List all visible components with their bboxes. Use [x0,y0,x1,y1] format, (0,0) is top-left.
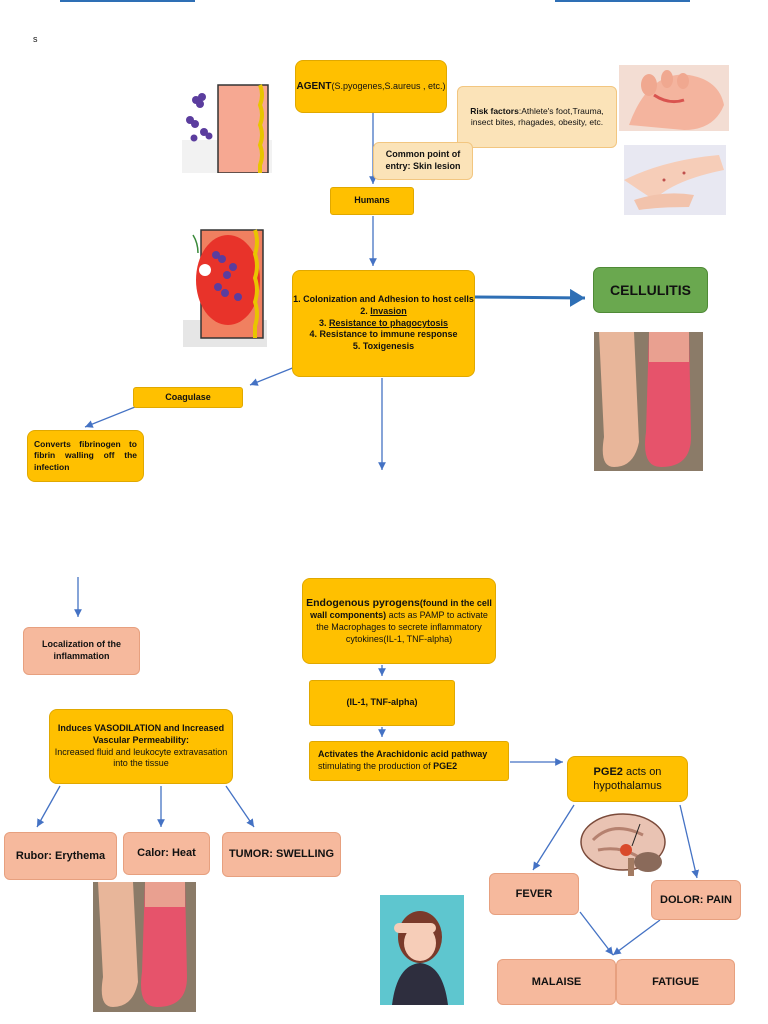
coagulase-text: Coagulase [165,391,211,402]
step-2-num: 2. [360,305,371,316]
localization-text: Localization of the inflammation [41,639,121,661]
arrow-fever-merge [579,911,614,956]
risk-text: Risk factors:Athlete's foot,Trauma, inse… [458,106,616,128]
step-2: 2. Invasion [360,306,407,318]
skin-bacteria-illustration [182,80,272,173]
step-3: 3. Resistance to phagocytosis [319,318,448,330]
arrow-steps-coagulase [249,366,296,386]
step-3-num: 3. [318,317,329,328]
risk-label: Risk factors [470,105,519,116]
child-legs-photo [624,145,726,215]
step-3-label: Resistance to phagocytosis [328,317,449,328]
step-5: 5. Toxigenesis [352,341,415,352]
malaise-text: MALAISE [531,975,582,988]
pge2-bold: PGE2 [593,765,623,778]
top-right-tab-line [555,0,690,2]
endogenous-pyrogens-box: Endogenous pyrogens(found in the cell wa… [302,578,496,664]
arrow-dolor-merge [612,919,661,956]
arach-line2: stimulating the production of [318,761,434,771]
endo-paren: (found in the cell wall components) [310,597,492,621]
calor-box: Calor: Heat [123,832,210,875]
agent-text: AGENT(S.pyogenes,S.aureus , etc.) [296,80,445,93]
erythema-leg-photo [93,882,196,1012]
risk-factors-box: Risk factors:Athlete's foot,Trauma, inse… [457,86,617,148]
page-mark: s [33,34,38,44]
risk-detail: :Athlete's foot,Trauma, insect bites, rh… [470,105,604,127]
pathogenesis-steps-box: 1. Colonization and Adhesion to host cel… [292,270,475,377]
il1-tnf-box: (IL-1, TNF-alpha) [309,680,455,726]
entry-text: Common point of entry: Skin lesion [385,149,461,171]
step-2-label: Invasion [370,305,407,316]
fever-text: FEVER [515,887,553,900]
vaso-line1: Induces VASODILATION and Increased Vascu… [57,723,225,745]
fatigue-box: FATIGUE [616,959,735,1005]
step-1: 1. Colonization and Adhesion to host cel… [293,294,474,305]
arrow-pge2-fever [532,804,575,871]
vaso-line2: Increased fluid and leukocyte extravasat… [54,746,228,769]
agent-title: AGENT [296,81,332,92]
coagulase-box: Coagulase [133,387,243,408]
arrow-vaso-tumor [225,785,255,828]
entry-box: Common point of entry: Skin lesion [373,142,473,180]
tumor-text: TUMOR: SWELLING [228,848,335,861]
malaise-box: MALAISE [497,959,616,1005]
converts-box: Converts fibrinogen to fibrin walling of… [27,430,144,482]
dolor-text: DOLOR: PAIN [660,893,732,906]
step-4: 4. Resistance to immune response [309,329,458,340]
arrow-pge2-dolor [679,804,700,879]
humans-text: Humans [354,195,390,206]
arach-pge2: PGE2 [433,761,458,771]
top-left-tab-line [60,0,195,2]
arrow-steps-cellulitis [474,288,586,307]
tumor-box: TUMOR: SWELLING [222,832,341,877]
fatigue-text: FATIGUE [652,975,699,988]
infected-skin-illustration [183,225,267,347]
localization-box: Localization of the inflammation [23,627,140,675]
converts-text: Converts fibrinogen to fibrin walling of… [34,439,137,472]
arachidonic-box: Activates the Arachidonic acid pathway s… [309,741,509,781]
athletes-foot-photo [619,65,729,131]
endo-title: Endogenous pyrogens [306,596,420,609]
arach-line1: Activates the Arachidonic acid pathway [318,749,488,760]
il1-text: (IL-1, TNF-alpha) [346,697,418,708]
pge2-text: PGE2 acts on hypothalamus [568,765,687,794]
humans-box: Humans [330,187,414,215]
cellulitis-box: CELLULITIS [593,267,708,313]
dolor-box: DOLOR: PAIN [651,880,741,920]
pge2-box: PGE2 acts on hypothalamus [567,756,688,802]
agent-detail: (S.pyogenes,S.aureus , etc.) [331,81,446,91]
vasodilation-box: Induces VASODILATION and Increased Vascu… [49,709,233,784]
brain-hypothalamus-illustration [578,810,674,880]
fever-box: FEVER [489,873,579,915]
calor-text: Calor: Heat [137,847,196,860]
arrow-vaso-rubor [36,785,61,828]
tired-person-illustration [380,895,464,1005]
endo-rest: acts as PAMP to activate the Macrophages… [316,610,488,644]
cellulitis-leg-photo [594,332,703,471]
agent-box: AGENT(S.pyogenes,S.aureus , etc.) [295,60,447,113]
rubor-text: Rubor: Erythema [15,849,106,862]
pge2-rest: acts on hypothalamus [593,765,662,792]
arach-line2-wrap: stimulating the production of PGE2 [318,761,457,773]
rubor-box: Rubor: Erythema [4,832,117,880]
cellulitis-text: CELLULITIS [610,281,691,298]
arrow-coagulase-converts [84,406,136,428]
endo-text: Endogenous pyrogens(found in the cell wa… [303,597,495,646]
